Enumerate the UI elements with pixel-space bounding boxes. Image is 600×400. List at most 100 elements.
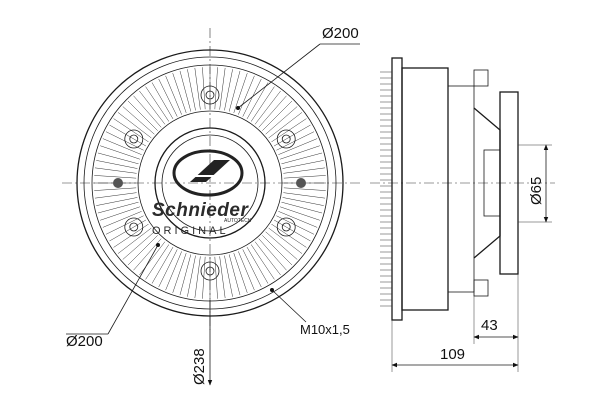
cooling-fin	[262, 100, 293, 131]
cooling-fin	[172, 73, 187, 114]
cooling-fin	[273, 124, 311, 147]
locating-pin-left	[113, 178, 123, 188]
cooling-fin	[96, 197, 138, 206]
cooling-fin	[282, 197, 324, 206]
cooling-fin	[283, 175, 326, 179]
cooling-fin	[268, 112, 303, 139]
bolt-head	[276, 129, 296, 149]
cooling-fin	[145, 244, 170, 280]
cooling-fin	[122, 106, 155, 135]
bolt-hole	[129, 134, 139, 144]
bolt-head	[276, 217, 296, 237]
locating-pin-right	[296, 178, 306, 188]
leader-dot-thread	[270, 288, 274, 292]
cooling-fin	[109, 219, 147, 242]
cooling-fin	[96, 160, 138, 169]
dimension-thread: M10x1,5	[300, 322, 350, 337]
fin-ring-inner-circle	[137, 110, 283, 256]
cooling-fin	[268, 227, 303, 254]
bolt-head	[124, 129, 144, 149]
cooling-fin	[187, 69, 196, 111]
cooling-fin	[127, 100, 158, 131]
cooling-fin	[139, 241, 166, 276]
dimension-overall-length: 109	[440, 346, 465, 363]
cooling-fin	[194, 256, 201, 299]
cooling-fin	[233, 252, 248, 293]
cooling-fin	[139, 90, 166, 125]
cooling-fin	[282, 160, 324, 169]
cooling-fin	[283, 167, 326, 174]
cooling-fin	[172, 252, 187, 293]
cooling-fin	[151, 82, 174, 120]
rear-hub-core	[483, 149, 501, 217]
cooling-fin	[281, 201, 323, 214]
bolt-head	[124, 217, 144, 237]
housing-rear-ring	[447, 85, 475, 293]
cooling-fin	[233, 73, 248, 114]
cooling-fin	[246, 82, 269, 120]
leader-outer-diameter	[237, 43, 321, 109]
front-view: Schnieder AUTOTECH ORIGINAL Ø200 Ø200 M1…	[62, 25, 360, 386]
hub-inner-circle	[161, 134, 259, 232]
cooling-fin	[242, 249, 262, 288]
cooling-fin	[179, 254, 192, 296]
cooling-fin	[94, 167, 137, 174]
cooling-fin	[165, 75, 182, 115]
cooling-fin	[187, 255, 196, 297]
dimension-outer-diameter: Ø200	[322, 25, 359, 42]
cooling-fin	[102, 211, 142, 228]
cooling-fin	[283, 187, 326, 191]
side-fins	[380, 71, 392, 307]
front-flange	[391, 57, 403, 321]
brand-name: Schnieder	[152, 200, 249, 221]
cooling-fin	[165, 251, 182, 291]
cooling-fin	[94, 192, 137, 199]
cooling-fin	[258, 238, 287, 271]
leader-dot-inner	[156, 243, 160, 247]
cooling-fin	[97, 152, 139, 165]
logo-oval-icon	[172, 149, 244, 197]
cooling-fin	[279, 206, 320, 221]
cooling-fin	[250, 86, 275, 122]
cooling-fin	[250, 244, 275, 280]
bolt-hole	[205, 90, 215, 100]
cooling-fin	[219, 67, 226, 110]
cooling-fin	[219, 256, 226, 299]
cooling-fin	[278, 211, 318, 228]
cooling-fin	[133, 95, 162, 128]
dimension-overall-diameter: Ø238	[191, 348, 208, 385]
cooling-fin	[238, 251, 255, 291]
cooling-fin	[109, 124, 147, 147]
cooling-fin	[265, 106, 298, 135]
cooling-fin	[279, 145, 320, 160]
side-view: Ø65 43 109	[370, 57, 555, 372]
cooling-fin	[158, 78, 178, 117]
dimension-inner-diameter: Ø200	[66, 333, 103, 350]
cooling-fin	[238, 75, 255, 115]
cooling-fin	[242, 78, 262, 117]
bolt-hole	[205, 266, 215, 276]
cooling-fin	[224, 255, 233, 297]
cooling-fin	[151, 246, 174, 284]
cooling-fin	[94, 187, 137, 191]
cooling-fin	[246, 246, 269, 284]
bolt-head	[200, 85, 220, 105]
housing-body	[401, 67, 449, 311]
brand-logo: Schnieder AUTOTECH ORIGINAL	[152, 149, 252, 237]
cooling-fin	[228, 254, 241, 296]
cooling-fin	[228, 70, 241, 112]
cooling-fin	[158, 249, 178, 288]
leader-dot-outer	[236, 106, 240, 110]
cooling-fin	[145, 86, 170, 122]
cooling-fin	[100, 206, 141, 221]
brand-original-mark: ORIGINAL	[152, 225, 229, 237]
cooling-fin	[278, 138, 318, 155]
cooling-fin	[97, 201, 139, 214]
mounting-bolts	[124, 85, 296, 281]
cooling-fin	[281, 152, 323, 165]
leader-thread	[271, 289, 307, 323]
bolt-hole	[129, 222, 139, 232]
cooling-fin	[179, 70, 192, 112]
bolt-head	[200, 261, 220, 281]
